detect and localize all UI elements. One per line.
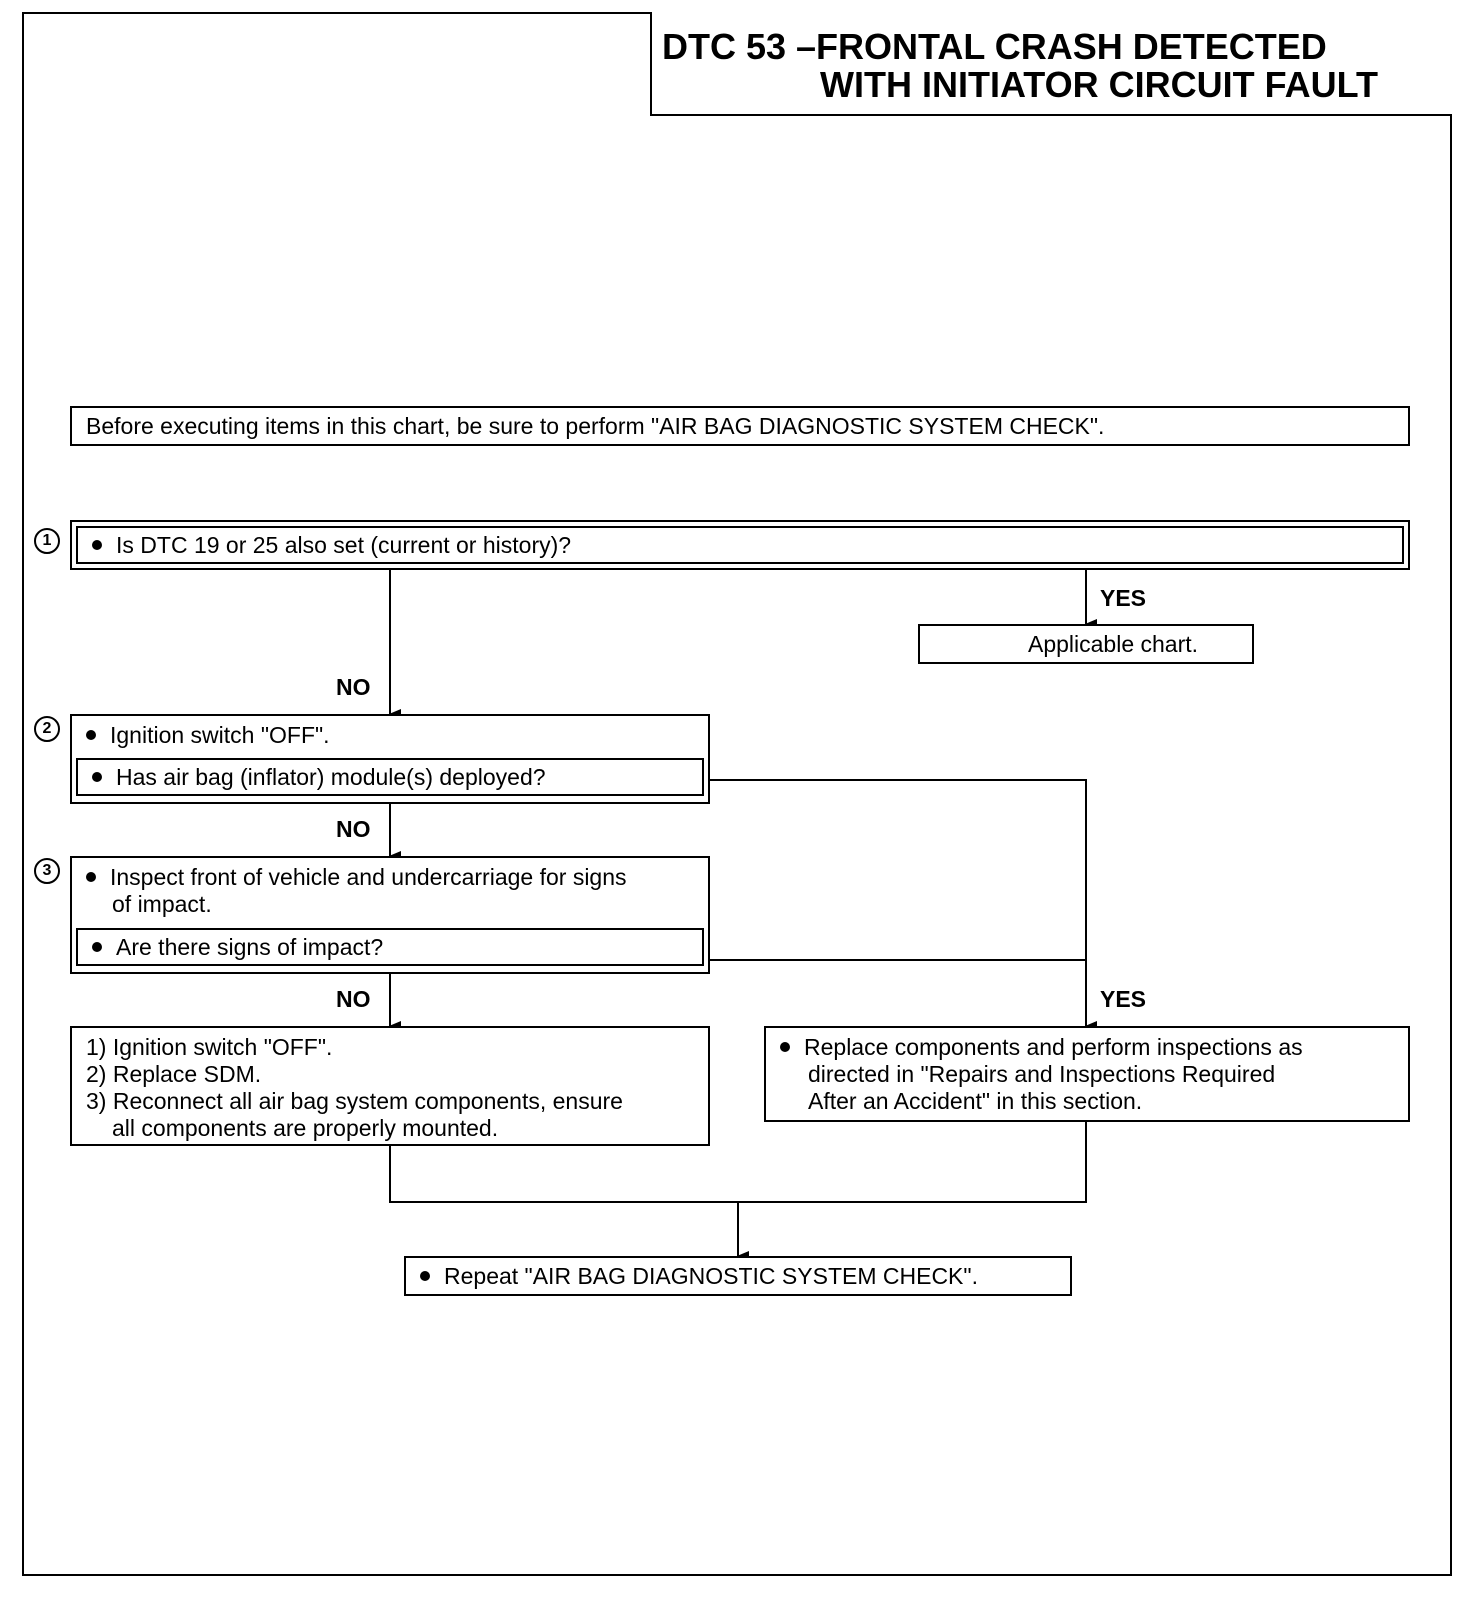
label-yes-impact: YES <box>1100 986 1147 1012</box>
connector-step2-yes <box>710 779 1097 1031</box>
title-line-1: DTC 53 –FRONTAL CRASH DETECTED <box>662 26 1327 67</box>
yes-result-box: Replace components and perform inspectio… <box>764 1026 1410 1122</box>
step3-action-line-1: Inspect front of vehicle and undercarria… <box>86 864 627 891</box>
no-result-line-4: all components are properly mounted. <box>112 1115 499 1141</box>
final-text: Repeat "AIR BAG DIAGNOSTIC SYSTEM CHECK"… <box>420 1263 978 1290</box>
bullet-icon <box>420 1270 430 1281</box>
yes-result-line-2: directed in "Repairs and Inspections Req… <box>808 1061 1276 1087</box>
label-no-step2: NO <box>336 816 371 842</box>
step1-question-box: Is DTC 19 or 25 also set (current or his… <box>76 526 1404 564</box>
no-result-line-2: 2) Replace SDM. <box>86 1061 262 1087</box>
title-line-2: WITH INITIATOR CIRCUIT FAULT <box>820 64 1378 105</box>
bullet-icon <box>92 771 102 782</box>
step3-question: Are there signs of impact? <box>92 934 383 961</box>
applicable-chart-text: Applicable chart. <box>1028 631 1199 657</box>
step-number-2: 2 <box>34 716 60 742</box>
label-yes-step1: YES <box>1100 585 1147 611</box>
bullet-icon <box>86 729 96 740</box>
step3-action-line-2: of impact. <box>112 891 212 917</box>
step2-question-box: Has air bag (inflator) module(s) deploye… <box>76 758 704 796</box>
step3-question-box: Are there signs of impact? <box>76 928 704 966</box>
no-result-line-3: 3) Reconnect all air bag system componen… <box>86 1088 623 1114</box>
applicable-chart-box: Applicable chart. <box>918 624 1254 664</box>
no-result-box: 1) Ignition switch "OFF". 2) Replace SDM… <box>70 1026 710 1146</box>
step1-question: Is DTC 19 or 25 also set (current or his… <box>92 532 571 559</box>
bullet-icon <box>92 941 102 952</box>
bullet-icon <box>92 539 102 550</box>
step2-action: Ignition switch "OFF". <box>86 722 330 749</box>
step-number-3: 3 <box>34 858 60 884</box>
yes-result-line-3: After an Accident" in this section. <box>808 1088 1143 1114</box>
note-text: Before executing items in this chart, be… <box>86 413 1105 439</box>
title-box: DTC 53 –FRONTAL CRASH DETECTED WITH INIT… <box>650 12 1452 116</box>
no-result-line-1: 1) Ignition switch "OFF". <box>86 1034 333 1060</box>
final-box: Repeat "AIR BAG DIAGNOSTIC SYSTEM CHECK"… <box>404 1256 1072 1296</box>
step1-box: Is DTC 19 or 25 also set (current or his… <box>70 520 1410 570</box>
step2-question: Has air bag (inflator) module(s) deploye… <box>92 764 546 791</box>
yes-result-line-1: Replace components and perform inspectio… <box>780 1034 1303 1061</box>
step2-box: Ignition switch "OFF". Has air bag (infl… <box>70 714 710 804</box>
bullet-icon <box>780 1041 790 1052</box>
note-box: Before executing items in this chart, be… <box>70 406 1410 446</box>
label-no-step1: NO <box>336 674 371 700</box>
step3-box: Inspect front of vehicle and undercarria… <box>70 856 710 974</box>
bullet-icon <box>86 871 96 882</box>
label-no-step3: NO <box>336 986 371 1012</box>
step-number-1: 1 <box>34 528 60 554</box>
